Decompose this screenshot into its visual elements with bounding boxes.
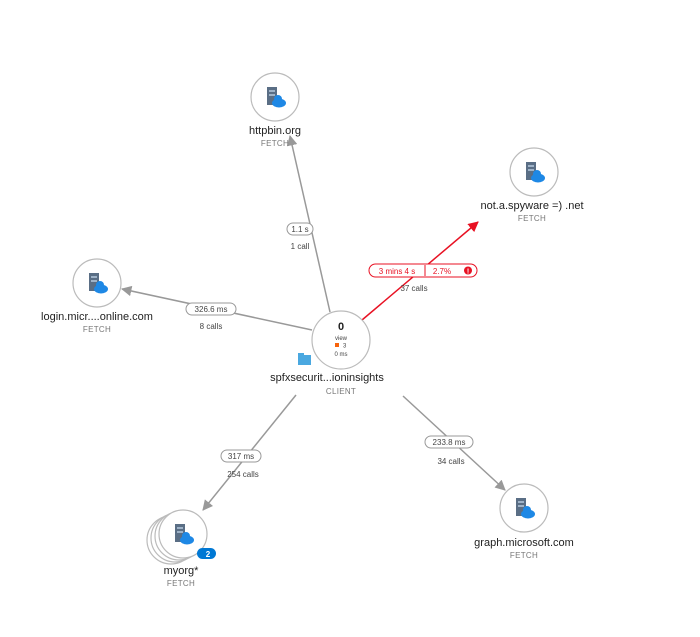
node-name: myorg* [164,565,200,577]
node-httpbin[interactable]: httpbin.org FETCH [249,72,301,148]
instance-badge [197,548,216,559]
node-type: FETCH [83,325,111,334]
node-spyware[interactable]: not.a.spyware =) .net FETCH [480,147,584,223]
node-type: FETCH [518,214,546,223]
calls-label: 8 calls [200,322,223,331]
node-graph[interactable]: graph.microsoft.com FETCH [474,483,574,560]
error-indicator-icon [335,343,339,347]
node-type: FETCH [261,139,289,148]
node-name: httpbin.org [249,125,301,137]
node-login[interactable]: login.micr....online.com FETCH [41,258,153,334]
node-client[interactable]: 0 view 3 0 ms spfxsecurit...ioninsights … [270,310,384,396]
error-icon [464,266,472,275]
node-name: not.a.spyware =) .net [480,200,583,212]
calls-label: 1 call [291,242,310,251]
folder-icon [298,355,311,365]
node-type: FETCH [510,551,538,560]
instance-count: 2 [206,550,211,559]
edge-label-httpbin[interactable]: 1.1 s 1 call [286,222,314,251]
error-count: 3 [343,344,347,350]
node-name: login.micr....online.com [41,311,153,323]
fail-rate-label: 2.7% [433,267,451,276]
duration-label: 0 ms [334,352,347,358]
duration-label: 233.8 ms [433,438,466,447]
node-type: CLIENT [326,387,356,396]
duration-label: 1.1 s [291,225,308,234]
duration-label: 326.6 ms [195,305,228,314]
edge-label-graph[interactable]: 233.8 ms 34 calls [424,435,474,466]
node-type: FETCH [167,579,195,588]
edge-label-myorg[interactable]: 317 ms 254 calls [220,449,262,479]
view-count: 0 [338,321,344,333]
node-myorg[interactable]: 2 myorg* FETCH [146,509,216,588]
edge-label-spyware[interactable]: 3 mins 4 s 2.7% ! 37 calls [368,263,478,293]
svg-text:!: ! [467,269,469,276]
duration-label: 317 ms [228,452,254,461]
edge-label-login[interactable]: 326.6 ms 8 calls [185,302,237,331]
view-label: view [335,336,348,342]
node-name: graph.microsoft.com [474,537,574,549]
calls-label: 34 calls [437,457,464,466]
duration-label: 3 mins 4 s [379,267,415,276]
calls-label: 254 calls [227,470,259,479]
calls-label: 37 calls [400,284,427,293]
node-name: spfxsecurit...ioninsights [270,372,384,384]
